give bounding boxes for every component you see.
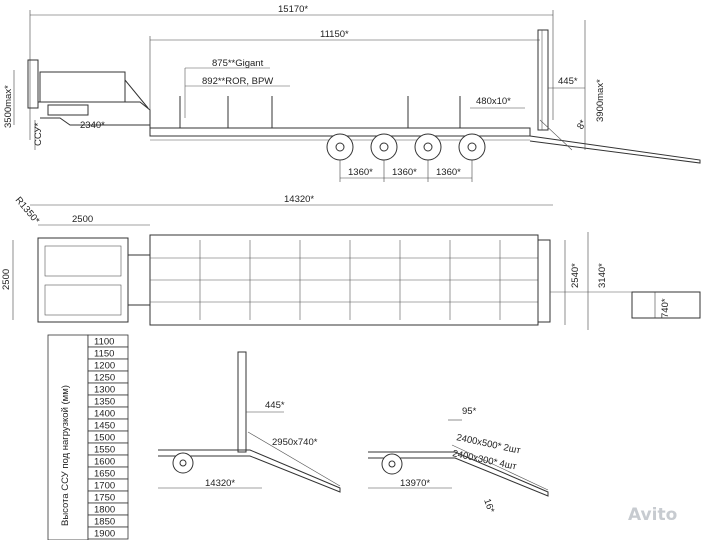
axle-spacing-3: 1360* — [436, 167, 461, 178]
deck-width-label: 2540* — [570, 263, 581, 288]
detail-right-length: 13970* — [400, 478, 430, 489]
radius-label: R1350* — [13, 195, 42, 227]
gigant-label: 875**Gigant — [212, 58, 264, 69]
side-view: 15170* 11150* 875**Gigant 892**ROR, BPW … — [3, 4, 701, 206]
outer-width-label: 3140* — [597, 263, 608, 288]
detail-left-length: 14320* — [205, 478, 235, 489]
axle-group — [326, 133, 486, 161]
table-value: 1350 — [94, 397, 115, 408]
watermark: Avito — [628, 505, 677, 525]
axle-spacing-1: 1360* — [348, 167, 373, 178]
axle-spacing-2: 1360* — [392, 167, 417, 178]
table-value: 1200 — [94, 361, 115, 372]
detail-left: 445* 2950x740* 14320* — [158, 351, 341, 493]
deck-grid — [199, 240, 501, 320]
ssu-height-table: Высота ССУ под нагрузкой (мм) 1100115012… — [47, 334, 129, 540]
table-value: 1500 — [94, 433, 115, 444]
detail-right-offset: 95* — [462, 406, 477, 417]
top-view: R1350* 2500 2500 2540* 31 — [1, 195, 701, 330]
wheelbase-label: 14320* — [284, 194, 314, 205]
table-value: 1250 — [94, 373, 115, 384]
table-rows: 1100115012001250130013501400145015001550… — [87, 334, 129, 540]
front-width-label: 2500 — [1, 269, 12, 290]
ramp-angle-label: 8* — [575, 118, 589, 132]
max-height-label: 3900max* — [595, 79, 606, 122]
neck-length-label: 2500 — [72, 214, 93, 225]
table-value: 1100 — [94, 337, 114, 348]
table-value: 1450 — [94, 421, 115, 432]
table-value: 1150 — [94, 349, 114, 360]
ramp-width-label: 740* — [660, 298, 671, 318]
detail-left-ramp-offset: 445* — [265, 400, 285, 411]
ror-label: 892**ROR, BPW — [202, 76, 273, 87]
front-max-height-label: 3500max* — [3, 85, 14, 128]
table-value: 1800 — [94, 505, 115, 516]
deck-length-label: 11150* — [320, 29, 349, 40]
overall-length-label: 15170* — [278, 4, 308, 15]
table-value: 1400 — [94, 409, 115, 420]
table-value: 1600 — [94, 457, 115, 468]
table-value: 1750 — [94, 493, 115, 504]
table-value: 1650 — [94, 469, 115, 480]
table-value: 1700 — [94, 481, 115, 492]
gooseneck-offset-label: 2340* — [80, 120, 105, 131]
table-value: 1300 — [94, 385, 115, 396]
table-value: 1850 — [94, 517, 115, 528]
table-cell — [87, 526, 129, 540]
ramp-offset-label: 445* — [558, 76, 578, 87]
detail-right: 95* 2400x500* 2шт 2400x300* 4шт 13970* 1… — [368, 406, 549, 515]
table-value: 1900 — [94, 529, 115, 540]
detail-left-ramp-size: 2950x740* — [272, 437, 318, 448]
table-value: 1550 — [94, 445, 115, 456]
ssu-label: ССУ* — [33, 123, 44, 146]
detail-right-angle: 16* — [481, 497, 496, 514]
deck-step-label: 480x10* — [476, 96, 511, 107]
table-title: Высота ССУ под нагрузкой (мм) — [60, 385, 71, 526]
